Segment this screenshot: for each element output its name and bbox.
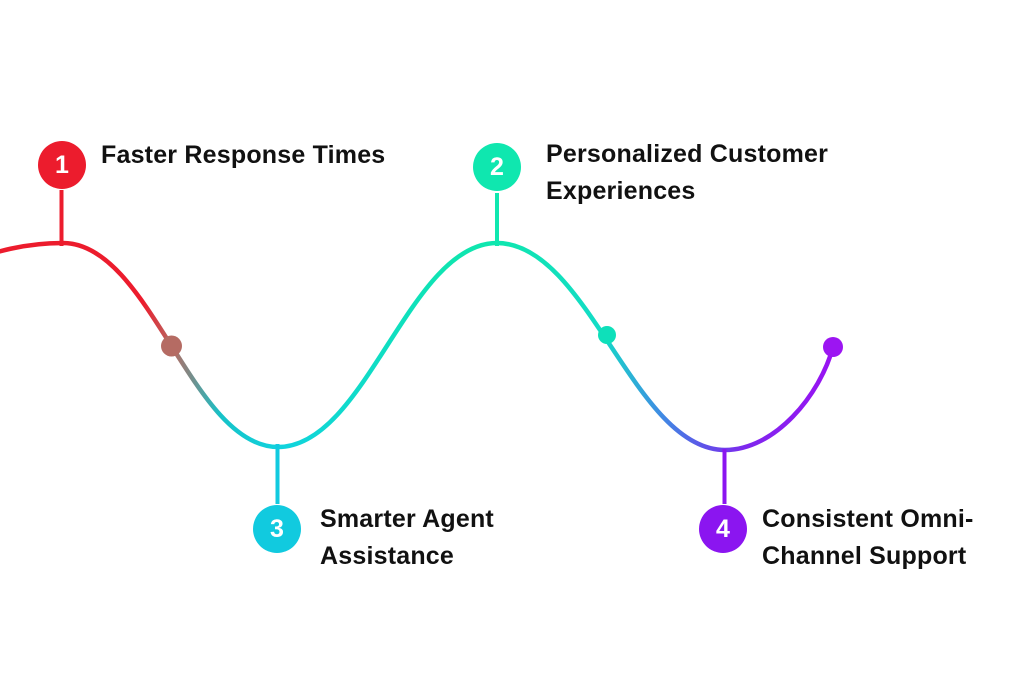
transition-dot-2: [598, 326, 616, 344]
step-4-label-line: Channel Support: [762, 542, 967, 570]
step-1-badge: 1: [38, 141, 86, 189]
step-1-label-line: Faster Response Times: [101, 141, 386, 169]
step-3-label-line: Smarter Agent: [320, 505, 494, 533]
step-3-badge: 3: [253, 505, 301, 553]
step-4-number: 4: [716, 514, 730, 543]
step-1-label: Faster Response Times: [101, 137, 385, 174]
step-3-label: Smarter Agent Assistance: [320, 501, 494, 575]
step-3-label-line: Assistance: [320, 542, 455, 570]
end-dot: [823, 337, 843, 357]
step-2-label-line: Experiences: [546, 177, 696, 205]
step-4-label: Consistent Omni- Channel Support: [762, 501, 974, 575]
step-2-label: Personalized Customer Experiences: [546, 136, 828, 210]
step-2-label-line: Personalized Customer: [546, 140, 829, 168]
step-4-badge: 4: [699, 505, 747, 553]
transition-dot-1: [161, 335, 182, 357]
wave-path: [0, 240, 836, 453]
step-1-number: 1: [55, 150, 69, 179]
step-4-label-line: Consistent Omni-: [762, 505, 974, 533]
step-3-number: 3: [270, 514, 284, 543]
step-2-number: 2: [490, 152, 504, 181]
step-2-badge: 2: [473, 143, 521, 191]
